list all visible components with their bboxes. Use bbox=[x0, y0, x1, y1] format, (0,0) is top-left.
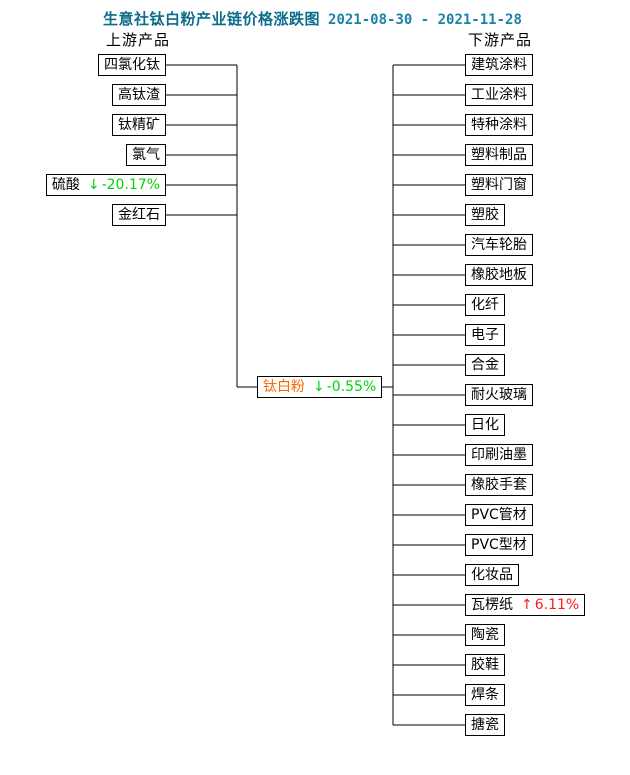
node-label: 胶鞋 bbox=[471, 657, 499, 673]
title-date-range: 2021-08-30 - 2021-11-28 bbox=[328, 12, 522, 28]
node-label: 钛精矿 bbox=[118, 117, 160, 133]
downstream-node-pvc-pipe[interactable]: PVC管材 bbox=[465, 504, 533, 526]
node-label: 陶瓷 bbox=[471, 627, 499, 643]
downstream-node-rubber-flooring[interactable]: 橡胶地板 bbox=[465, 264, 533, 286]
downstream-node-enamel[interactable]: 搪瓷 bbox=[465, 714, 505, 736]
upstream-node-high-ti-slag[interactable]: 高钛渣 bbox=[112, 84, 166, 106]
node-label: 氯气 bbox=[132, 147, 160, 163]
node-label: 日化 bbox=[471, 417, 499, 433]
upstream-node-ti-concentrate[interactable]: 钛精矿 bbox=[112, 114, 166, 136]
node-label: PVC管材 bbox=[471, 507, 527, 523]
upstream-node-chlorine[interactable]: 氯气 bbox=[126, 144, 166, 166]
price-change-badge: ↓-20.17% bbox=[88, 177, 160, 193]
downstream-node-ceramics[interactable]: 陶瓷 bbox=[465, 624, 505, 646]
node-label: 工业涂料 bbox=[471, 87, 527, 103]
node-label: 焊条 bbox=[471, 687, 499, 703]
page-title: 生意社钛白粉产业链价格涨跌图 2021-08-30 - 2021-11-28 bbox=[103, 8, 522, 29]
node-label: 塑胶 bbox=[471, 207, 499, 223]
up-arrow-icon: ↑ bbox=[521, 597, 533, 613]
node-label: 硫酸 bbox=[51, 177, 80, 193]
price-change-value: -20.17% bbox=[101, 177, 160, 193]
downstream-node-specialty-coatings[interactable]: 特种涂料 bbox=[465, 114, 533, 136]
downstream-node-architectural-coatings[interactable]: 建筑涂料 bbox=[465, 54, 533, 76]
down-arrow-icon: ↓ bbox=[313, 379, 325, 395]
downstream-node-industrial-coatings[interactable]: 工业涂料 bbox=[465, 84, 533, 106]
upstream-node-sulfuric-acid[interactable]: 硫酸 ↓-20.17% bbox=[45, 174, 166, 196]
downstream-node-car-tires[interactable]: 汽车轮胎 bbox=[465, 234, 533, 256]
downstream-node-corrugated-paper[interactable]: 瓦楞纸 ↑6.11% bbox=[465, 594, 586, 616]
upstream-node-rutile[interactable]: 金红石 bbox=[112, 204, 166, 226]
downstream-node-pvc-profile[interactable]: PVC型材 bbox=[465, 534, 533, 556]
downstream-node-plastic-products[interactable]: 塑料制品 bbox=[465, 144, 533, 166]
center-node-titanium-dioxide[interactable]: 钛白粉 ↓-0.55% bbox=[257, 376, 383, 398]
node-label: 汽车轮胎 bbox=[471, 237, 527, 253]
upstream-node-sichlorotitanium[interactable]: 四氯化钛 bbox=[98, 54, 166, 76]
node-label: 耐火玻璃 bbox=[471, 387, 527, 403]
node-label: PVC型材 bbox=[471, 537, 527, 553]
node-label: 搪瓷 bbox=[471, 717, 499, 733]
upstream-column-header: 上游产品 bbox=[106, 31, 171, 49]
downstream-node-refractory-glass[interactable]: 耐火玻璃 bbox=[465, 384, 533, 406]
node-label: 特种涂料 bbox=[471, 117, 527, 133]
node-label: 化妆品 bbox=[471, 567, 513, 583]
node-label: 印刷油墨 bbox=[471, 447, 527, 463]
down-arrow-icon: ↓ bbox=[87, 177, 100, 193]
price-change-value: 6.11% bbox=[534, 597, 580, 613]
price-change-value: -0.55% bbox=[326, 379, 377, 395]
node-label: 钛白粉 bbox=[263, 379, 305, 395]
downstream-node-plastic-doors-windows[interactable]: 塑料门窗 bbox=[465, 174, 533, 196]
downstream-node-welding-rod[interactable]: 焊条 bbox=[465, 684, 505, 706]
downstream-node-printing-ink[interactable]: 印刷油墨 bbox=[465, 444, 533, 466]
price-change-badge: ↓-0.55% bbox=[313, 379, 376, 395]
price-change-badge: ↑6.11% bbox=[521, 597, 579, 613]
node-label: 四氯化钛 bbox=[104, 57, 160, 73]
node-label: 高钛渣 bbox=[118, 87, 160, 103]
node-label: 橡胶手套 bbox=[471, 477, 527, 493]
node-label: 电子 bbox=[471, 327, 499, 343]
downstream-node-rubber-shoes[interactable]: 胶鞋 bbox=[465, 654, 505, 676]
downstream-node-plastics[interactable]: 塑胶 bbox=[465, 204, 505, 226]
node-label: 建筑涂料 bbox=[471, 57, 527, 73]
node-label: 橡胶地板 bbox=[471, 267, 527, 283]
title-text: 生意社钛白粉产业链价格涨跌图 bbox=[103, 10, 321, 28]
downstream-column-header: 下游产品 bbox=[468, 31, 533, 49]
downstream-node-chemical-fiber[interactable]: 化纤 bbox=[465, 294, 505, 316]
downstream-node-electronics[interactable]: 电子 bbox=[465, 324, 505, 346]
downstream-node-alloy[interactable]: 合金 bbox=[465, 354, 505, 376]
node-label: 瓦楞纸 bbox=[471, 597, 513, 613]
downstream-node-rubber-gloves[interactable]: 橡胶手套 bbox=[465, 474, 533, 496]
downstream-node-daily-chemicals[interactable]: 日化 bbox=[465, 414, 505, 436]
node-label: 塑料制品 bbox=[471, 147, 527, 163]
node-label: 塑料门窗 bbox=[471, 177, 527, 193]
node-label: 合金 bbox=[471, 357, 499, 373]
downstream-node-cosmetics[interactable]: 化妆品 bbox=[465, 564, 519, 586]
node-label: 金红石 bbox=[118, 207, 160, 223]
node-label: 化纤 bbox=[471, 297, 499, 313]
